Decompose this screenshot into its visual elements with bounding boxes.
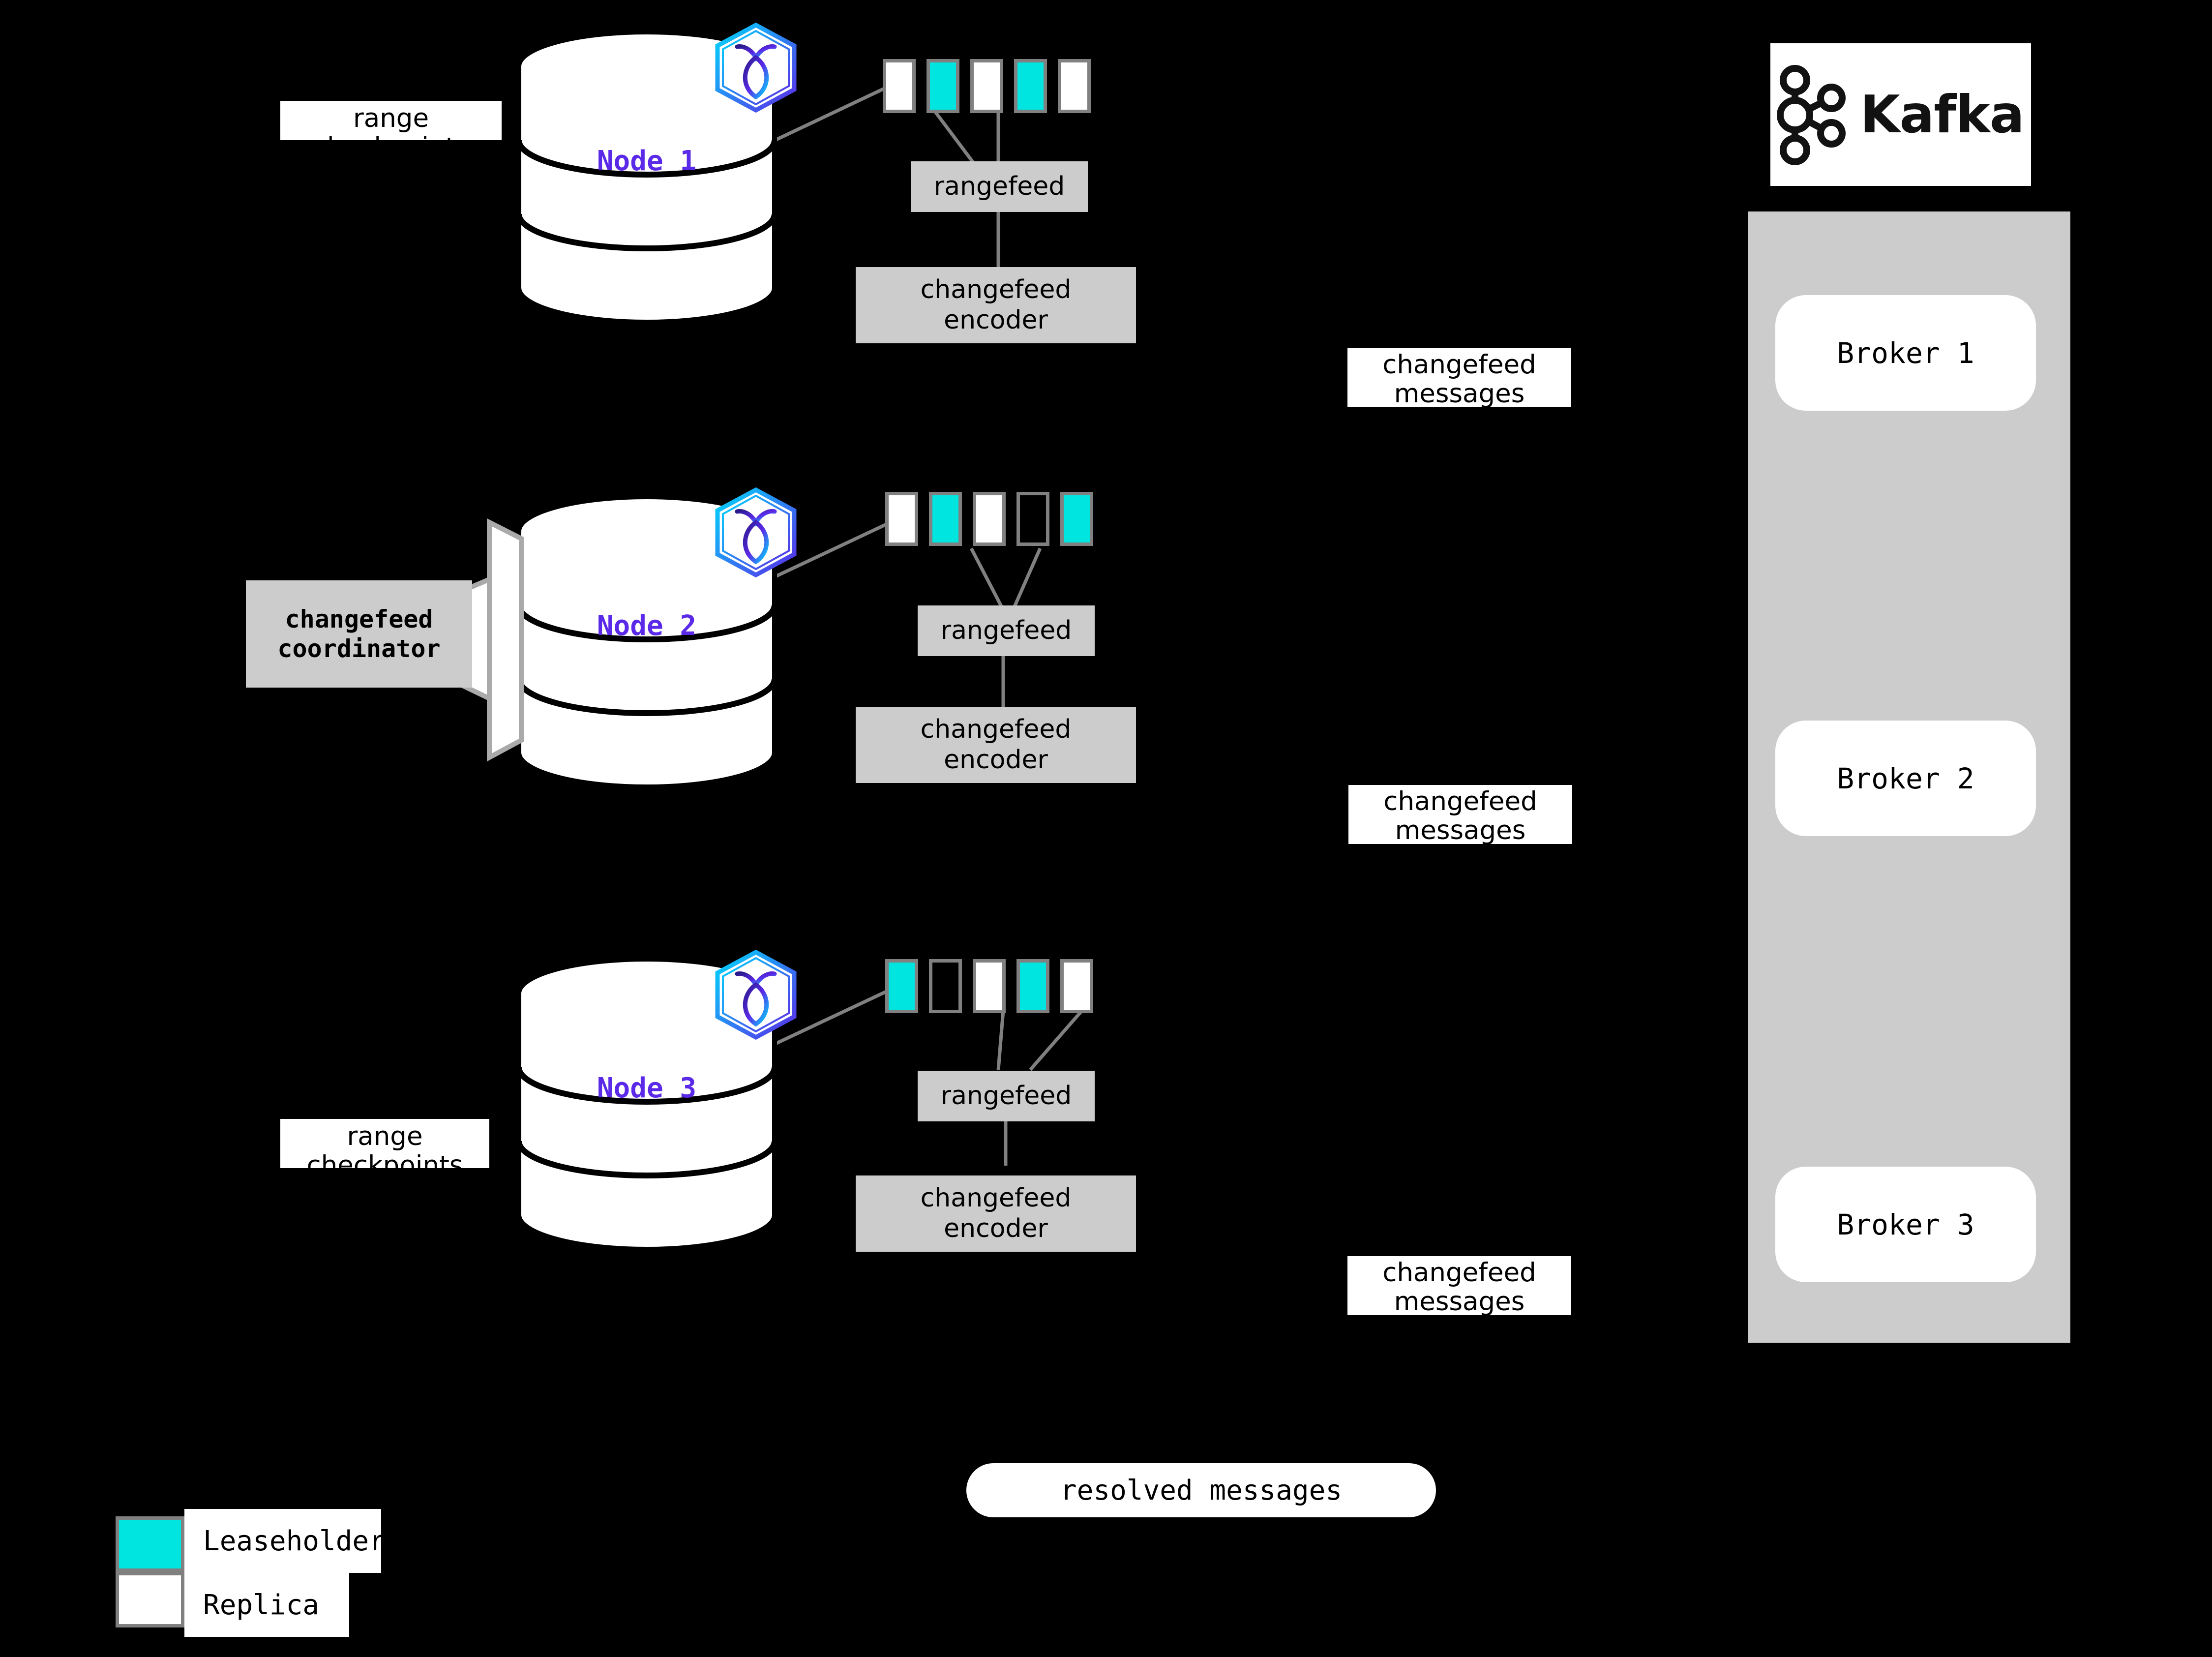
broker-3[interactable]: Broker 3 xyxy=(1775,1167,2036,1282)
legend-swatch-replica xyxy=(116,1572,184,1627)
range-cell-leaseholder[interactable] xyxy=(1060,492,1093,546)
range-cell-empty[interactable] xyxy=(1016,492,1049,546)
legend-label-leaseholder: Leaseholder xyxy=(184,1509,386,1573)
legend-label-replica: Replica xyxy=(184,1573,349,1637)
range-cell-leaseholder[interactable] xyxy=(929,492,962,546)
coordinator-callout-pointer xyxy=(461,518,524,762)
range-cell-replica[interactable] xyxy=(973,959,1006,1013)
node2-rangefeed-box[interactable]: rangefeed xyxy=(918,605,1095,656)
range-cell-leaseholder[interactable] xyxy=(885,959,918,1013)
range-cell-replica[interactable] xyxy=(1060,959,1093,1013)
changefeed-coordinator-box[interactable]: changefeed coordinator xyxy=(246,580,472,688)
range-cell-replica[interactable] xyxy=(883,59,916,113)
range-cell-empty[interactable] xyxy=(929,959,962,1013)
legend-swatch-leaseholder xyxy=(116,1516,184,1572)
node1-rangefeed-box[interactable]: rangefeed xyxy=(911,161,1088,212)
node3-label: Node 3 xyxy=(597,1072,697,1104)
node2-label: Node 2 xyxy=(597,610,697,642)
range-cell-replica[interactable] xyxy=(970,59,1003,113)
kafka-wordmark: Kafka xyxy=(1860,85,2025,145)
range-cell-leaseholder[interactable] xyxy=(927,59,959,113)
changefeed-messages-label-2: changefeed messages xyxy=(1348,785,1572,845)
cockroachdb-hexagon-icon xyxy=(712,487,800,578)
node3-changefeed-encoder-box[interactable]: changefeed encoder xyxy=(856,1175,1136,1252)
broker-1[interactable]: Broker 1 xyxy=(1775,295,2036,411)
kafka-nodes-icon xyxy=(1777,64,1846,165)
changefeed-messages-label-3: changefeed messages xyxy=(1347,1256,1571,1317)
resolved-messages-pill[interactable]: resolved messages xyxy=(966,1463,1436,1517)
node1-changefeed-encoder-box[interactable]: changefeed encoder xyxy=(856,267,1136,343)
node1-range-row xyxy=(883,59,1091,113)
node3-range-row xyxy=(885,959,1093,1013)
cockroachdb-hexagon-icon xyxy=(712,949,800,1040)
node1-range-checkpoints-label: range checkpoints xyxy=(280,101,502,162)
node3-cylinder: Node 3 xyxy=(516,957,777,1252)
range-cell-leaseholder[interactable] xyxy=(1016,959,1049,1013)
changefeed-messages-label-1: changefeed messages xyxy=(1347,348,1571,409)
node2-range-row xyxy=(885,492,1093,546)
node1-label: Node 1 xyxy=(597,145,697,177)
broker-2[interactable]: Broker 2 xyxy=(1775,721,2036,836)
range-cell-replica[interactable] xyxy=(1058,59,1091,113)
node3-range-checkpoints-label: range checkpoints xyxy=(280,1119,489,1180)
node2-changefeed-encoder-box[interactable]: changefeed encoder xyxy=(856,707,1136,783)
node3-rangefeed-box[interactable]: rangefeed xyxy=(918,1071,1095,1121)
range-cell-leaseholder[interactable] xyxy=(1014,59,1047,113)
node1-cylinder: Node 1 xyxy=(516,30,777,325)
cockroachdb-hexagon-icon xyxy=(712,22,800,113)
range-cell-replica[interactable] xyxy=(885,492,918,546)
kafka-logo: Kafka xyxy=(1770,43,2031,186)
range-cell-replica[interactable] xyxy=(973,492,1006,546)
